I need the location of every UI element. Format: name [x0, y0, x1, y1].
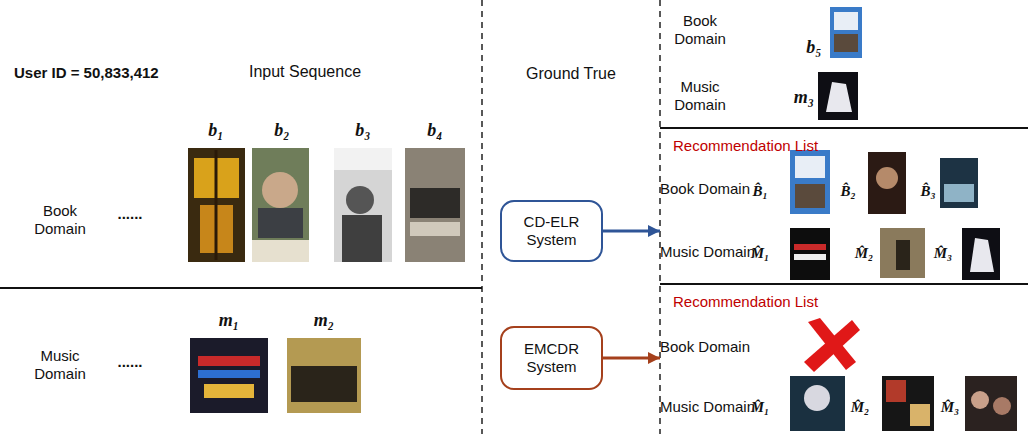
system-box: EMCDR System — [500, 326, 603, 390]
item-symbol: B̂₁ — [752, 182, 767, 200]
item-symbol: b₁ — [208, 120, 223, 142]
item-symbol: m₂ — [314, 310, 334, 332]
item-symbol: b₅ — [806, 37, 821, 59]
item-symbol: M̂₃ — [941, 398, 960, 416]
ellipsis: ...... — [117, 353, 142, 371]
cover-pattern — [834, 34, 858, 52]
cover-band — [410, 222, 460, 236]
book-cover — [868, 152, 906, 214]
book-cover — [188, 148, 245, 262]
cover-pattern — [834, 12, 858, 30]
domain-label: Music Domain — [660, 78, 740, 114]
book-cover — [790, 150, 830, 214]
panel-heading: Recommendation List — [673, 137, 818, 155]
book-cover — [830, 7, 862, 58]
item-symbol: b₄ — [427, 120, 442, 142]
box-label: EMCDR System — [508, 340, 595, 376]
system-box: CD-ELR System — [500, 200, 603, 262]
cover-pattern — [198, 370, 260, 378]
domain-label: Music Domain — [660, 398, 740, 416]
cover-pattern — [198, 356, 260, 366]
book-cover — [252, 148, 309, 262]
album-cover — [190, 338, 268, 413]
cover-portrait — [258, 208, 303, 238]
cover-figure — [826, 82, 852, 112]
box-label: CD-ELR System — [508, 213, 595, 249]
panel-heading: Recommendation List — [673, 293, 818, 311]
cover-portrait — [804, 385, 830, 411]
cover-portrait — [262, 172, 298, 208]
cover-portrait — [876, 167, 898, 189]
album-cover — [287, 338, 361, 413]
cover-pattern — [794, 244, 826, 250]
album-cover — [790, 228, 830, 280]
cover-portrait — [342, 215, 382, 262]
section-heading: Input Sequence — [249, 62, 361, 81]
domain-label: Music Domain — [660, 243, 740, 261]
album-cover — [965, 376, 1017, 431]
item-symbol: m₁ — [219, 310, 239, 332]
cover-portrait — [993, 397, 1011, 415]
cover-pattern — [795, 156, 825, 178]
domain-label: Book Domain — [660, 180, 740, 198]
cover-pattern — [204, 384, 254, 398]
album-cover — [880, 228, 925, 278]
domain-label: Book Domain — [660, 338, 740, 356]
item-symbol: M̂₁ — [751, 244, 770, 262]
separator-line — [0, 287, 482, 289]
cover-figure — [970, 238, 994, 272]
cover-pattern — [944, 184, 974, 202]
cover-portrait — [346, 186, 374, 214]
item-symbol: M̂₃ — [934, 244, 953, 262]
domain-label: Book Domain — [660, 12, 740, 48]
cover-portrait — [971, 391, 989, 409]
cover-pattern — [886, 380, 906, 402]
cover-band — [252, 240, 309, 262]
cover-band — [334, 148, 392, 170]
cover-pattern — [910, 404, 930, 426]
item-symbol: M̂₂ — [855, 244, 874, 262]
cover-pattern — [795, 184, 825, 208]
recommendation-panel: Recommendation ListBook Domain B̂₁ B̂₂ B̂₃ M… — [660, 127, 1028, 283]
item-symbol: b₃ — [355, 120, 370, 142]
book-cover — [334, 148, 392, 262]
domain-label: Music Domain — [20, 347, 100, 383]
user-id: User ID = 50,833,412 — [14, 64, 159, 82]
album-cover — [882, 376, 934, 431]
ellipsis: ...... — [117, 205, 142, 223]
cover-pattern — [215, 150, 218, 260]
cover-figure — [896, 240, 910, 270]
album-cover — [962, 228, 1000, 280]
album-cover — [818, 72, 858, 120]
divider-line — [481, 0, 483, 434]
cover-portrait — [291, 366, 357, 402]
flow-arrow — [603, 230, 660, 233]
item-symbol: m₃ — [794, 87, 814, 109]
flow-arrow — [603, 357, 660, 360]
item-symbol: B̂₂ — [840, 182, 855, 200]
recommendation-panel: Recommendation ListBook DomainMusic Doma… — [660, 283, 1028, 434]
domain-label: Book Domain — [20, 202, 100, 238]
item-symbol: M̂₂ — [851, 398, 870, 416]
album-cover — [790, 376, 845, 431]
item-symbol: M̂₁ — [751, 398, 770, 416]
book-cover — [940, 158, 978, 208]
book-cover — [405, 148, 465, 262]
cover-pattern — [794, 254, 826, 260]
section-heading: Ground True — [526, 64, 616, 83]
item-symbol: B̂₃ — [920, 182, 935, 200]
cover-band — [410, 188, 460, 218]
cross-mark — [804, 320, 860, 372]
item-symbol: b₂ — [274, 120, 289, 142]
